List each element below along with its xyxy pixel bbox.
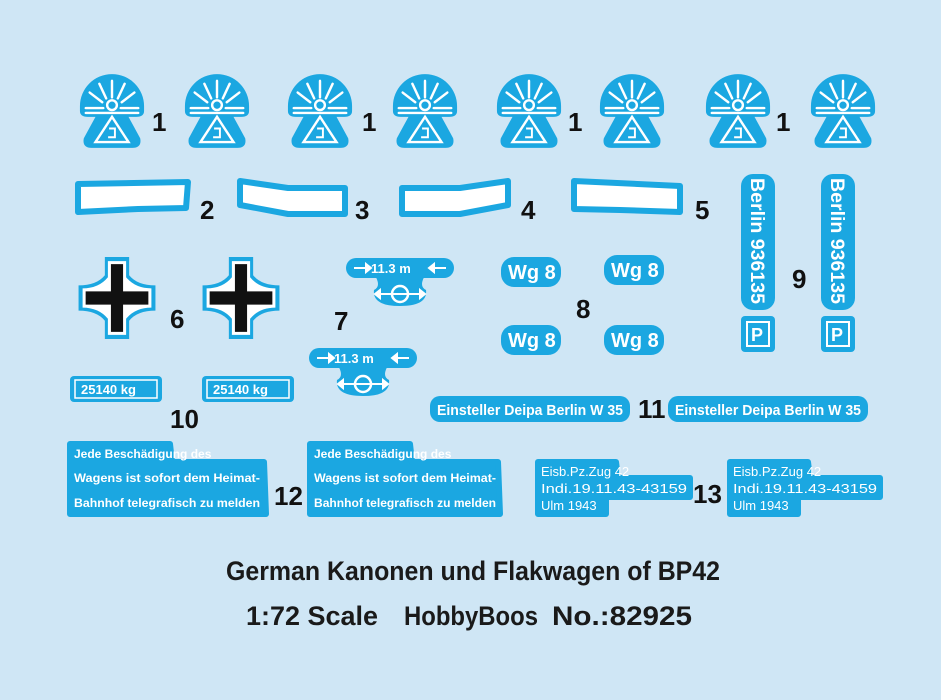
parking-letter: P xyxy=(751,325,763,345)
berlin-decal xyxy=(741,174,775,310)
notice-decal xyxy=(307,441,503,517)
decal-number: 4 xyxy=(521,195,536,225)
unit-line: Ulm 1943 xyxy=(541,498,597,513)
wg-decal xyxy=(501,257,561,287)
decal-number: 1 xyxy=(362,107,376,137)
einsteller-text: Einsteller Deipa Berlin W 35 xyxy=(675,402,861,419)
decal-number: 12 xyxy=(274,481,303,511)
railway-emblem-icon xyxy=(495,72,563,150)
unit-line: Indi.19.11.43-43159 xyxy=(733,481,877,496)
unit-line: Ulm 1943 xyxy=(733,498,789,513)
notice-line: Wagens ist sofort dem Heimat- xyxy=(314,471,496,485)
wg-text: Wg 8 xyxy=(508,330,556,352)
weight-box xyxy=(74,379,158,399)
notice-line: Bahnhof telegrafisch zu melden xyxy=(74,496,260,510)
decal-number: 8 xyxy=(576,294,590,324)
decal-number: 1 xyxy=(152,107,166,137)
parking-box xyxy=(826,321,850,347)
decal-group-13: Eisb.Pz.Zug 42 Indi.19.11.43-43159 Ulm 1… xyxy=(535,459,883,517)
white-band-decal xyxy=(571,178,683,215)
weight-box xyxy=(206,379,290,399)
railway-emblem-icon xyxy=(809,72,877,150)
brand-text: HobbyBoos xyxy=(404,601,538,631)
weight-text: 25140 kg xyxy=(213,382,268,397)
decal-group-11: Einsteller Deipa Berlin W 35 Einsteller … xyxy=(430,394,868,424)
weight-decal xyxy=(202,376,294,402)
decal-group-7: 11.3 m 11.3 m 7 xyxy=(307,256,456,398)
berlin-decal xyxy=(821,174,855,310)
decal-number: 13 xyxy=(693,479,722,509)
decal-group-10: 25140 kg 25140 kg 10 xyxy=(70,376,294,434)
decal-number: 6 xyxy=(170,304,184,334)
decal-number: 9 xyxy=(792,264,806,294)
parking-decal xyxy=(821,316,855,352)
wg-text: Wg 8 xyxy=(611,260,659,282)
wg-decal xyxy=(604,325,664,355)
einsteller-decal xyxy=(668,396,868,422)
railway-emblem-icon xyxy=(183,72,251,150)
white-band-decal xyxy=(237,178,348,217)
railway-emblem-icon xyxy=(704,72,772,150)
notice-line: Bahnhof telegrafisch zu melden xyxy=(314,496,496,510)
decal-number: 3 xyxy=(355,195,369,225)
unit-line: Indi.19.11.43-43159 xyxy=(541,481,687,496)
einsteller-decal xyxy=(430,396,630,422)
wg-text: Wg 8 xyxy=(611,330,659,352)
white-band-decal xyxy=(399,178,511,217)
einsteller-text: Einsteller Deipa Berlin W 35 xyxy=(437,402,623,419)
decal-number: 5 xyxy=(695,195,709,225)
distance-text: 11.3 m xyxy=(334,351,374,366)
railway-emblem-icon xyxy=(598,72,666,150)
parking-letter: P xyxy=(831,325,843,345)
railway-emblem-icon xyxy=(391,72,459,150)
wg-text: Wg 8 xyxy=(508,262,556,284)
notice-line: Jede Beschädigung des xyxy=(74,447,212,461)
parking-decal xyxy=(741,316,775,352)
sheet-title: German Kanonen und Flakwagen of BP42 xyxy=(226,556,720,586)
distance-text: 11.3 m xyxy=(371,261,411,276)
scale-text: 1:72 Scale xyxy=(246,601,378,631)
decal-number: 1 xyxy=(776,107,790,137)
weight-text: 25140 kg xyxy=(81,382,136,397)
decal-number: 1 xyxy=(568,107,582,137)
unit-decal xyxy=(535,459,693,517)
wg-decal xyxy=(604,255,664,285)
unit-line: Eisb.Pz.Zug 42 xyxy=(541,464,629,479)
parking-box xyxy=(746,321,770,347)
unit-decal xyxy=(727,459,883,517)
kit-number-text: No.:82925 xyxy=(552,601,692,631)
decal-number: 2 xyxy=(200,195,214,225)
weight-decal xyxy=(70,376,162,402)
wg-decal xyxy=(501,325,561,355)
decal-group-6: 6 xyxy=(78,257,280,339)
unit-line: Eisb.Pz.Zug 42 xyxy=(733,464,821,479)
decal-number: 10 xyxy=(170,404,199,434)
decal-group-9: Berlin 936135 P Berlin 936135 P 9 xyxy=(741,174,855,352)
decal-number: 7 xyxy=(334,306,348,336)
railway-emblem-icon xyxy=(286,72,354,150)
notice-line: Wagens ist sofort dem Heimat- xyxy=(74,471,260,485)
decal-group-1: 1 1 1 1 xyxy=(78,72,877,150)
decal-number: 11 xyxy=(638,394,666,424)
notice-decal xyxy=(67,441,269,517)
decal-group-12: Jede Beschädigung des Wagens ist sofort … xyxy=(67,441,503,517)
railway-emblem-icon xyxy=(78,72,146,150)
decal-group-bands: 2 3 4 5 xyxy=(75,178,709,225)
decal-group-8: Wg 8 Wg 8 Wg 8 Wg 8 8 xyxy=(501,255,664,355)
notice-line: Jede Beschädigung des xyxy=(314,447,452,461)
white-band-decal xyxy=(75,179,191,215)
berlin-number-text: Berlin 936135 xyxy=(746,178,767,304)
berlin-number-text: Berlin 936135 xyxy=(826,178,847,304)
